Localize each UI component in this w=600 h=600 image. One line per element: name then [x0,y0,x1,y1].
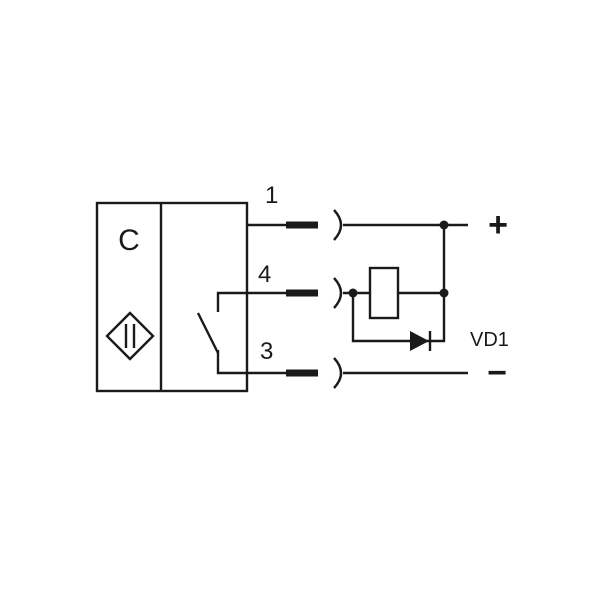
diode-icon [410,331,432,351]
junction-dot [348,288,358,298]
pin-4-label: 4 [258,261,271,288]
positive-label: + [488,206,508,244]
switch-contact-icon [196,291,295,375]
capacitive-sensor-face-icon [105,311,155,361]
connector-socket-icon [333,209,343,389]
pin-1-label: 1 [265,182,278,209]
junction-dot [439,220,449,230]
connector-plug-icon [286,221,318,377]
negative-label: − [487,354,507,392]
sensor-type-letter: C [118,224,140,257]
junction-dots [348,220,449,298]
junction-dot [439,288,449,298]
sensor-body [95,201,249,393]
relay-coil-icon [368,266,400,320]
pin-3-label: 3 [260,338,273,365]
diode-branch-wire [351,293,446,343]
diode-label: VD1 [470,329,509,351]
